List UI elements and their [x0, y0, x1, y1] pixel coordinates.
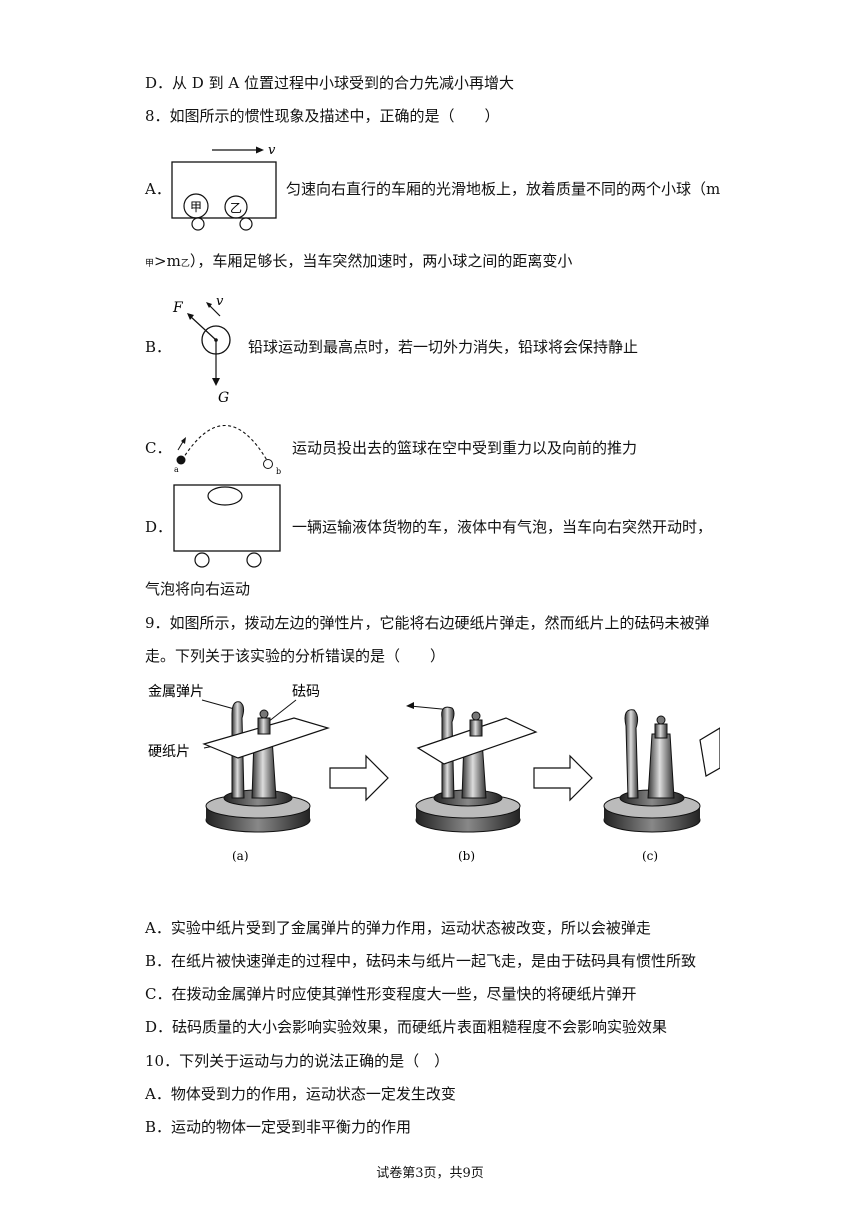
q9-apparatus-b: (b) — [406, 702, 538, 863]
q9-option-d: D．砝码质量的大小会影响实验效果，而硬纸片表面粗糙程度不会影响实验效果 — [145, 1018, 668, 1036]
q8-a-letter: A． — [145, 180, 171, 198]
page-footer: 试卷第3页，共9页 — [376, 1166, 484, 1181]
q9-inertia-experiment-figure: 金属弹片 砝码 硬纸片 (a) — [148, 684, 720, 863]
q8-d-text: 一辆运输液体货物的车，液体中有气泡，当车向右突然开动时， — [292, 518, 713, 536]
q8-a-text: 匀速向右直行的车厢的光滑地板上，放着质量不同的两个小球（m — [286, 180, 721, 198]
q9-caption-a: (a) — [232, 849, 249, 863]
q9-apparatus-a: (a) — [202, 701, 331, 863]
q9-option-a: A．实验中纸片受到了金属弹片的弹力作用，运动状态被改变，所以会被弹走 — [145, 919, 651, 937]
q10-stem: 10．下列关于运动与力的说法正确的是（ ） — [145, 1052, 450, 1070]
q8-b-g-label: G — [218, 390, 229, 406]
q9-option-c: C．在拨动金属弹片时应使其弹性形变程度大一些，尽量快的将硬纸片弹开 — [145, 985, 637, 1003]
q8-d-letter: D． — [145, 518, 173, 536]
q10-option-b: B．运动的物体一定受到非平衡力的作用 — [145, 1118, 412, 1136]
q8-c-label-b: b — [276, 467, 281, 476]
q9-label-weight: 砝码 — [292, 684, 320, 700]
q9-caption-b: (b) — [458, 849, 475, 863]
q9-option-b: B．在纸片被快速弹走的过程中，砝码未与纸片一起飞走，是由于砝码具有惯性所致 — [145, 952, 697, 970]
q8-c-letter: C． — [145, 439, 172, 457]
q8-b-text: 铅球运动到最高点时，若一切外力消失，铅球将会保持静止 — [248, 338, 639, 356]
q8-a-ball-yi: 乙 — [230, 201, 242, 215]
q8-a-v-label: v — [268, 143, 276, 158]
q9-stem-line2: 走。下列关于该实验的分析错误的是（ ） — [145, 647, 446, 665]
q9-caption-c: (c) — [642, 849, 658, 863]
q9-stem-line1: 9．如图所示，拨动左边的弹性片，它能将右边硬纸片弹走，然而纸片上的砝码未被弹 — [145, 614, 710, 632]
q8-b-v-label: v — [216, 294, 224, 309]
q8-stem: 8．如图所示的惯性现象及描述中，正确的是（ ） — [145, 107, 500, 125]
q8-b-shotput-figure: F v G — [172, 294, 231, 406]
q8-a-text-cont: 甲>m乙），车厢足够长，当车突然加速时，两小球之间的距离变小 — [145, 252, 573, 270]
q10-option-a: A．物体受到力的作用，运动状态一定发生改变 — [145, 1085, 456, 1103]
q8-b-f-label: F — [172, 300, 184, 316]
q8-a-train-figure: v 甲 乙 — [171, 143, 277, 231]
q9-label-card: 硬纸片 — [148, 744, 190, 760]
q8-b-letter: B． — [145, 338, 172, 356]
q7-option-d: D．从 D 到 A 位置过程中小球受到的合力先减小再增大 — [145, 74, 514, 92]
q8-c-text: 运动员投出去的篮球在空中受到重力以及向前的推力 — [292, 439, 638, 457]
q8-c-basketball-figure: a b — [174, 424, 281, 476]
q8-d-text-cont: 气泡将向右运动 — [145, 580, 251, 598]
q8-c-label-a: a — [174, 465, 179, 474]
q9-label-metal-spring: 金属弹片 — [148, 684, 204, 700]
q8-d-tanker-figure — [173, 484, 281, 568]
q9-apparatus-c: (c) — [603, 709, 720, 863]
q8-a-ball-jia: 甲 — [190, 200, 202, 214]
